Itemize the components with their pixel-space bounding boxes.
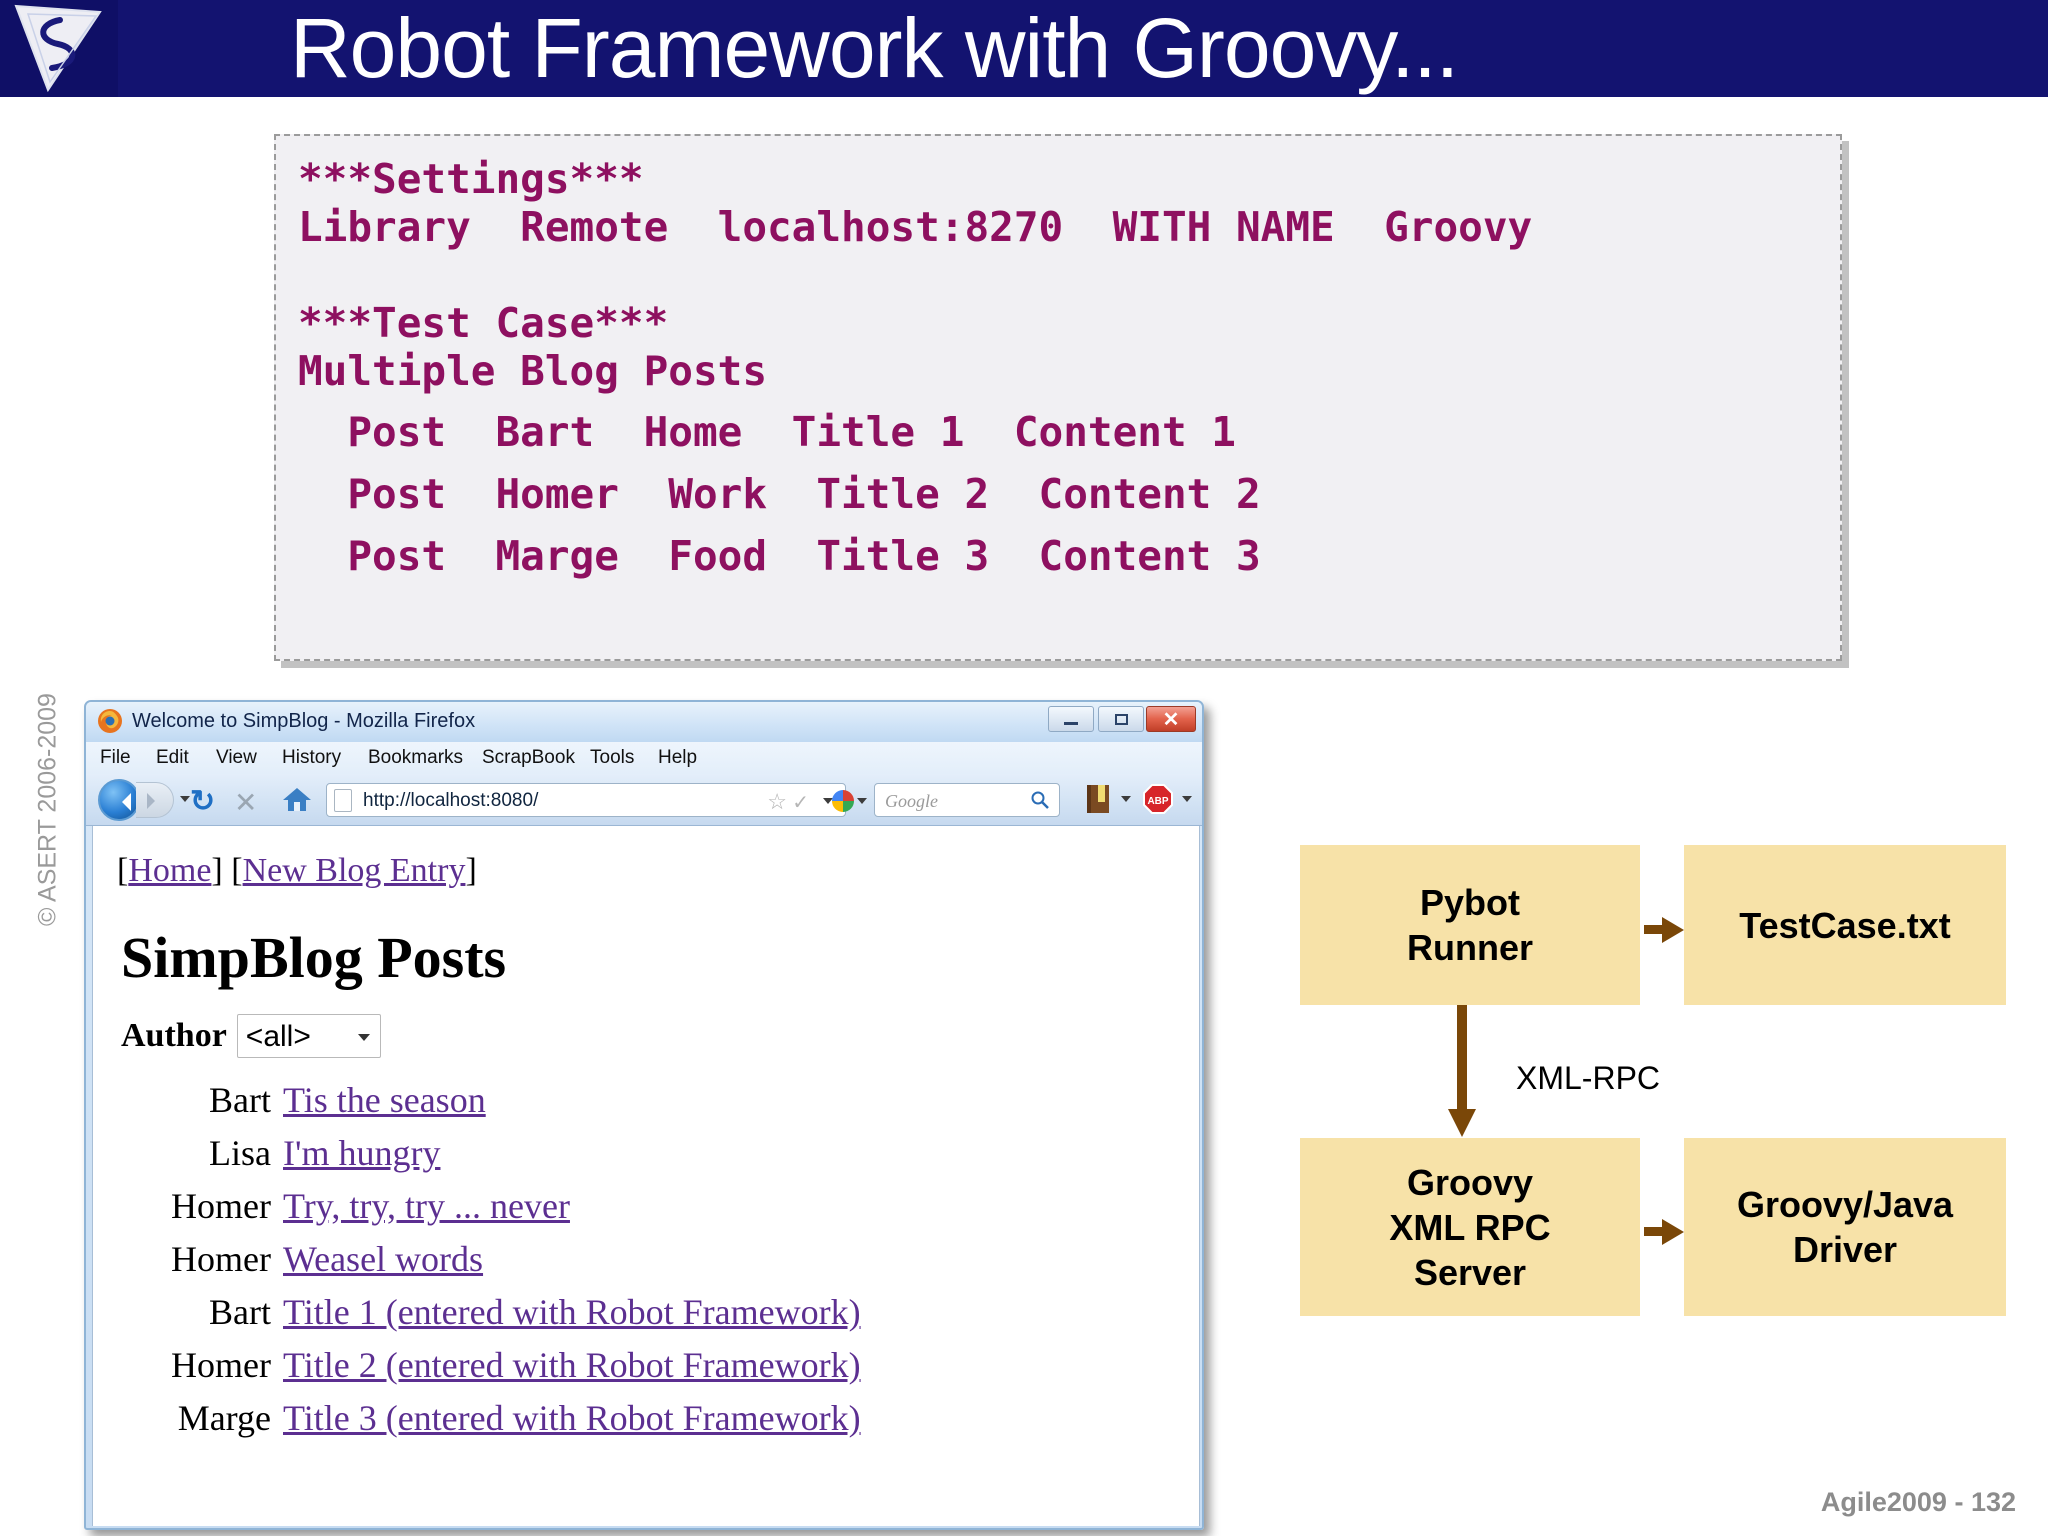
home-icon[interactable] xyxy=(282,786,312,812)
search-icon[interactable] xyxy=(1030,790,1050,810)
feed-check-icon[interactable]: ✓ xyxy=(792,792,809,814)
post-title-link[interactable]: Title 3 (entered with Robot Framework) xyxy=(283,1398,861,1438)
firefox-icon xyxy=(98,709,122,733)
list-item[interactable]: Bart Tis the season xyxy=(93,1074,1153,1127)
browser-titlebar: Welcome to SimpBlog - Mozilla Firefox ✕ xyxy=(86,702,1202,742)
nav-history-caret-icon[interactable] xyxy=(180,796,190,802)
menu-edit[interactable]: Edit xyxy=(156,747,189,768)
asert-logo xyxy=(0,0,118,97)
link-home[interactable]: Home xyxy=(128,852,212,889)
post-title-link[interactable]: Title 2 (entered with Robot Framework) xyxy=(283,1345,861,1385)
url-text[interactable]: http://localhost:8080/ xyxy=(363,790,539,811)
chevron-down-icon xyxy=(357,1034,370,1041)
blog-post-list: Bart Tis the season Lisa I'm hungry Home… xyxy=(93,1074,1153,1445)
copyright-notice: © ASERT 2006-2009 xyxy=(33,693,62,926)
post-author: Homer xyxy=(171,1239,271,1279)
list-item[interactable]: Bart Title 1 (entered with Robot Framewo… xyxy=(93,1286,1153,1339)
post-title-link[interactable]: Tis the season xyxy=(283,1080,486,1120)
adblock-caret-icon[interactable] xyxy=(1182,796,1192,802)
post-author: Lisa xyxy=(209,1133,271,1173)
menu-scrapbook[interactable]: ScrapBook xyxy=(482,747,575,768)
post-author: Bart xyxy=(209,1292,271,1332)
slide-title-bar: Robot Framework with Groovy... xyxy=(0,0,2048,97)
code-line-library: Library Remote localhost:8270 WITH NAME … xyxy=(298,203,1533,251)
author-label: Author xyxy=(121,1017,227,1054)
url-bar[interactable]: http://localhost:8080/ ☆ ✓ xyxy=(326,783,846,817)
page-nav-links: [Home] [New Blog Entry] xyxy=(117,852,477,889)
post-author: Marge xyxy=(177,1398,271,1438)
page-favicon-icon xyxy=(334,789,352,812)
slide-footer: Agile2009 - 132 xyxy=(1820,1487,2016,1517)
browser-toolbar: ↻ ✕ http://localhost:8080/ ☆ ✓ Google xyxy=(86,774,1202,826)
list-item[interactable]: Homer Title 2 (entered with Robot Framew… xyxy=(93,1339,1153,1392)
menu-view[interactable]: View xyxy=(216,747,257,768)
post-title-link[interactable]: Weasel words xyxy=(283,1239,484,1279)
menu-tools[interactable]: Tools xyxy=(590,747,635,768)
page-title: Robot Framework with Groovy... xyxy=(290,1,1459,95)
robot-framework-code-block: ***Settings*** Library Remote localhost:… xyxy=(274,134,1842,661)
code-line-settings-header: ***Settings*** xyxy=(298,155,644,203)
browser-window-title: Welcome to SimpBlog - Mozilla Firefox xyxy=(132,710,476,732)
post-title-link[interactable]: Try, try, try ... never xyxy=(283,1186,570,1226)
search-input[interactable]: Google xyxy=(832,783,1060,817)
bookmark-star-icon[interactable]: ☆ xyxy=(767,789,787,814)
list-item[interactable]: Homer Weasel words xyxy=(93,1233,1153,1286)
link-new-blog-entry[interactable]: New Blog Entry xyxy=(242,852,466,889)
post-title-link[interactable]: I'm hungry xyxy=(283,1133,441,1173)
menu-file[interactable]: File xyxy=(100,747,131,768)
diagram-box-testcase-txt: TestCase.txt xyxy=(1684,845,2006,1005)
urlbar-dropdown-caret-icon[interactable] xyxy=(823,798,833,804)
google-search-engine-icon[interactable] xyxy=(830,788,856,814)
stop-icon[interactable]: ✕ xyxy=(234,787,258,818)
search-placeholder: Google xyxy=(885,791,938,811)
list-item[interactable]: Marge Title 3 (entered with Robot Framew… xyxy=(93,1392,1153,1445)
xmlrpc-connector-label: XML-RPC xyxy=(1516,1060,1661,1096)
author-select-value: <all> xyxy=(245,1020,311,1053)
menu-bookmarks[interactable]: Bookmarks xyxy=(368,747,464,768)
adblock-plus-icon[interactable]: ABP xyxy=(1142,783,1174,815)
minimize-button[interactable] xyxy=(1048,706,1094,732)
browser-content-area: [Home] [New Blog Entry] SimpBlog Posts A… xyxy=(92,826,1200,1526)
close-button[interactable]: ✕ xyxy=(1146,706,1196,732)
post-title-link[interactable]: Title 1 (entered with Robot Framework) xyxy=(283,1292,861,1332)
post-author: Homer xyxy=(171,1186,271,1226)
reload-icon[interactable]: ↻ xyxy=(190,785,216,818)
firefox-browser-window: Welcome to SimpBlog - Mozilla Firefox ✕ … xyxy=(84,700,1204,1530)
menu-help[interactable]: Help xyxy=(658,747,698,768)
code-line-post-3: Post Marge Food Title 3 Content 3 xyxy=(298,532,1261,580)
minimize-icon xyxy=(1049,707,1093,731)
list-item[interactable]: Lisa I'm hungry xyxy=(93,1127,1153,1180)
forward-button[interactable] xyxy=(136,782,174,818)
menu-history[interactable]: History xyxy=(282,747,342,768)
maximize-icon xyxy=(1099,707,1143,731)
author-select[interactable]: <all> xyxy=(236,1014,381,1058)
code-line-testcase-name: Multiple Blog Posts xyxy=(298,347,767,395)
close-icon: ✕ xyxy=(1162,708,1180,731)
blog-heading: SimpBlog Posts xyxy=(121,925,507,990)
code-line-post-2: Post Homer Work Title 2 Content 2 xyxy=(298,470,1261,518)
browser-menubar: File Edit View History Bookmarks ScrapBo… xyxy=(86,742,1202,774)
code-line-post-1: Post Bart Home Title 1 Content 1 xyxy=(298,408,1236,456)
post-author: Bart xyxy=(209,1080,271,1120)
back-button[interactable] xyxy=(98,779,140,821)
code-line-testcase-header: ***Test Case*** xyxy=(298,299,669,347)
list-item[interactable]: Homer Try, try, try ... never xyxy=(93,1180,1153,1233)
bookmarks-caret-icon[interactable] xyxy=(1121,796,1131,802)
bookmarks-icon[interactable] xyxy=(1086,784,1110,814)
svg-text:ABP: ABP xyxy=(1147,796,1168,807)
post-author: Homer xyxy=(171,1345,271,1385)
author-filter-row: Author <all> xyxy=(121,1014,381,1058)
search-engine-caret-icon[interactable] xyxy=(857,798,867,804)
maximize-button[interactable] xyxy=(1098,706,1144,732)
